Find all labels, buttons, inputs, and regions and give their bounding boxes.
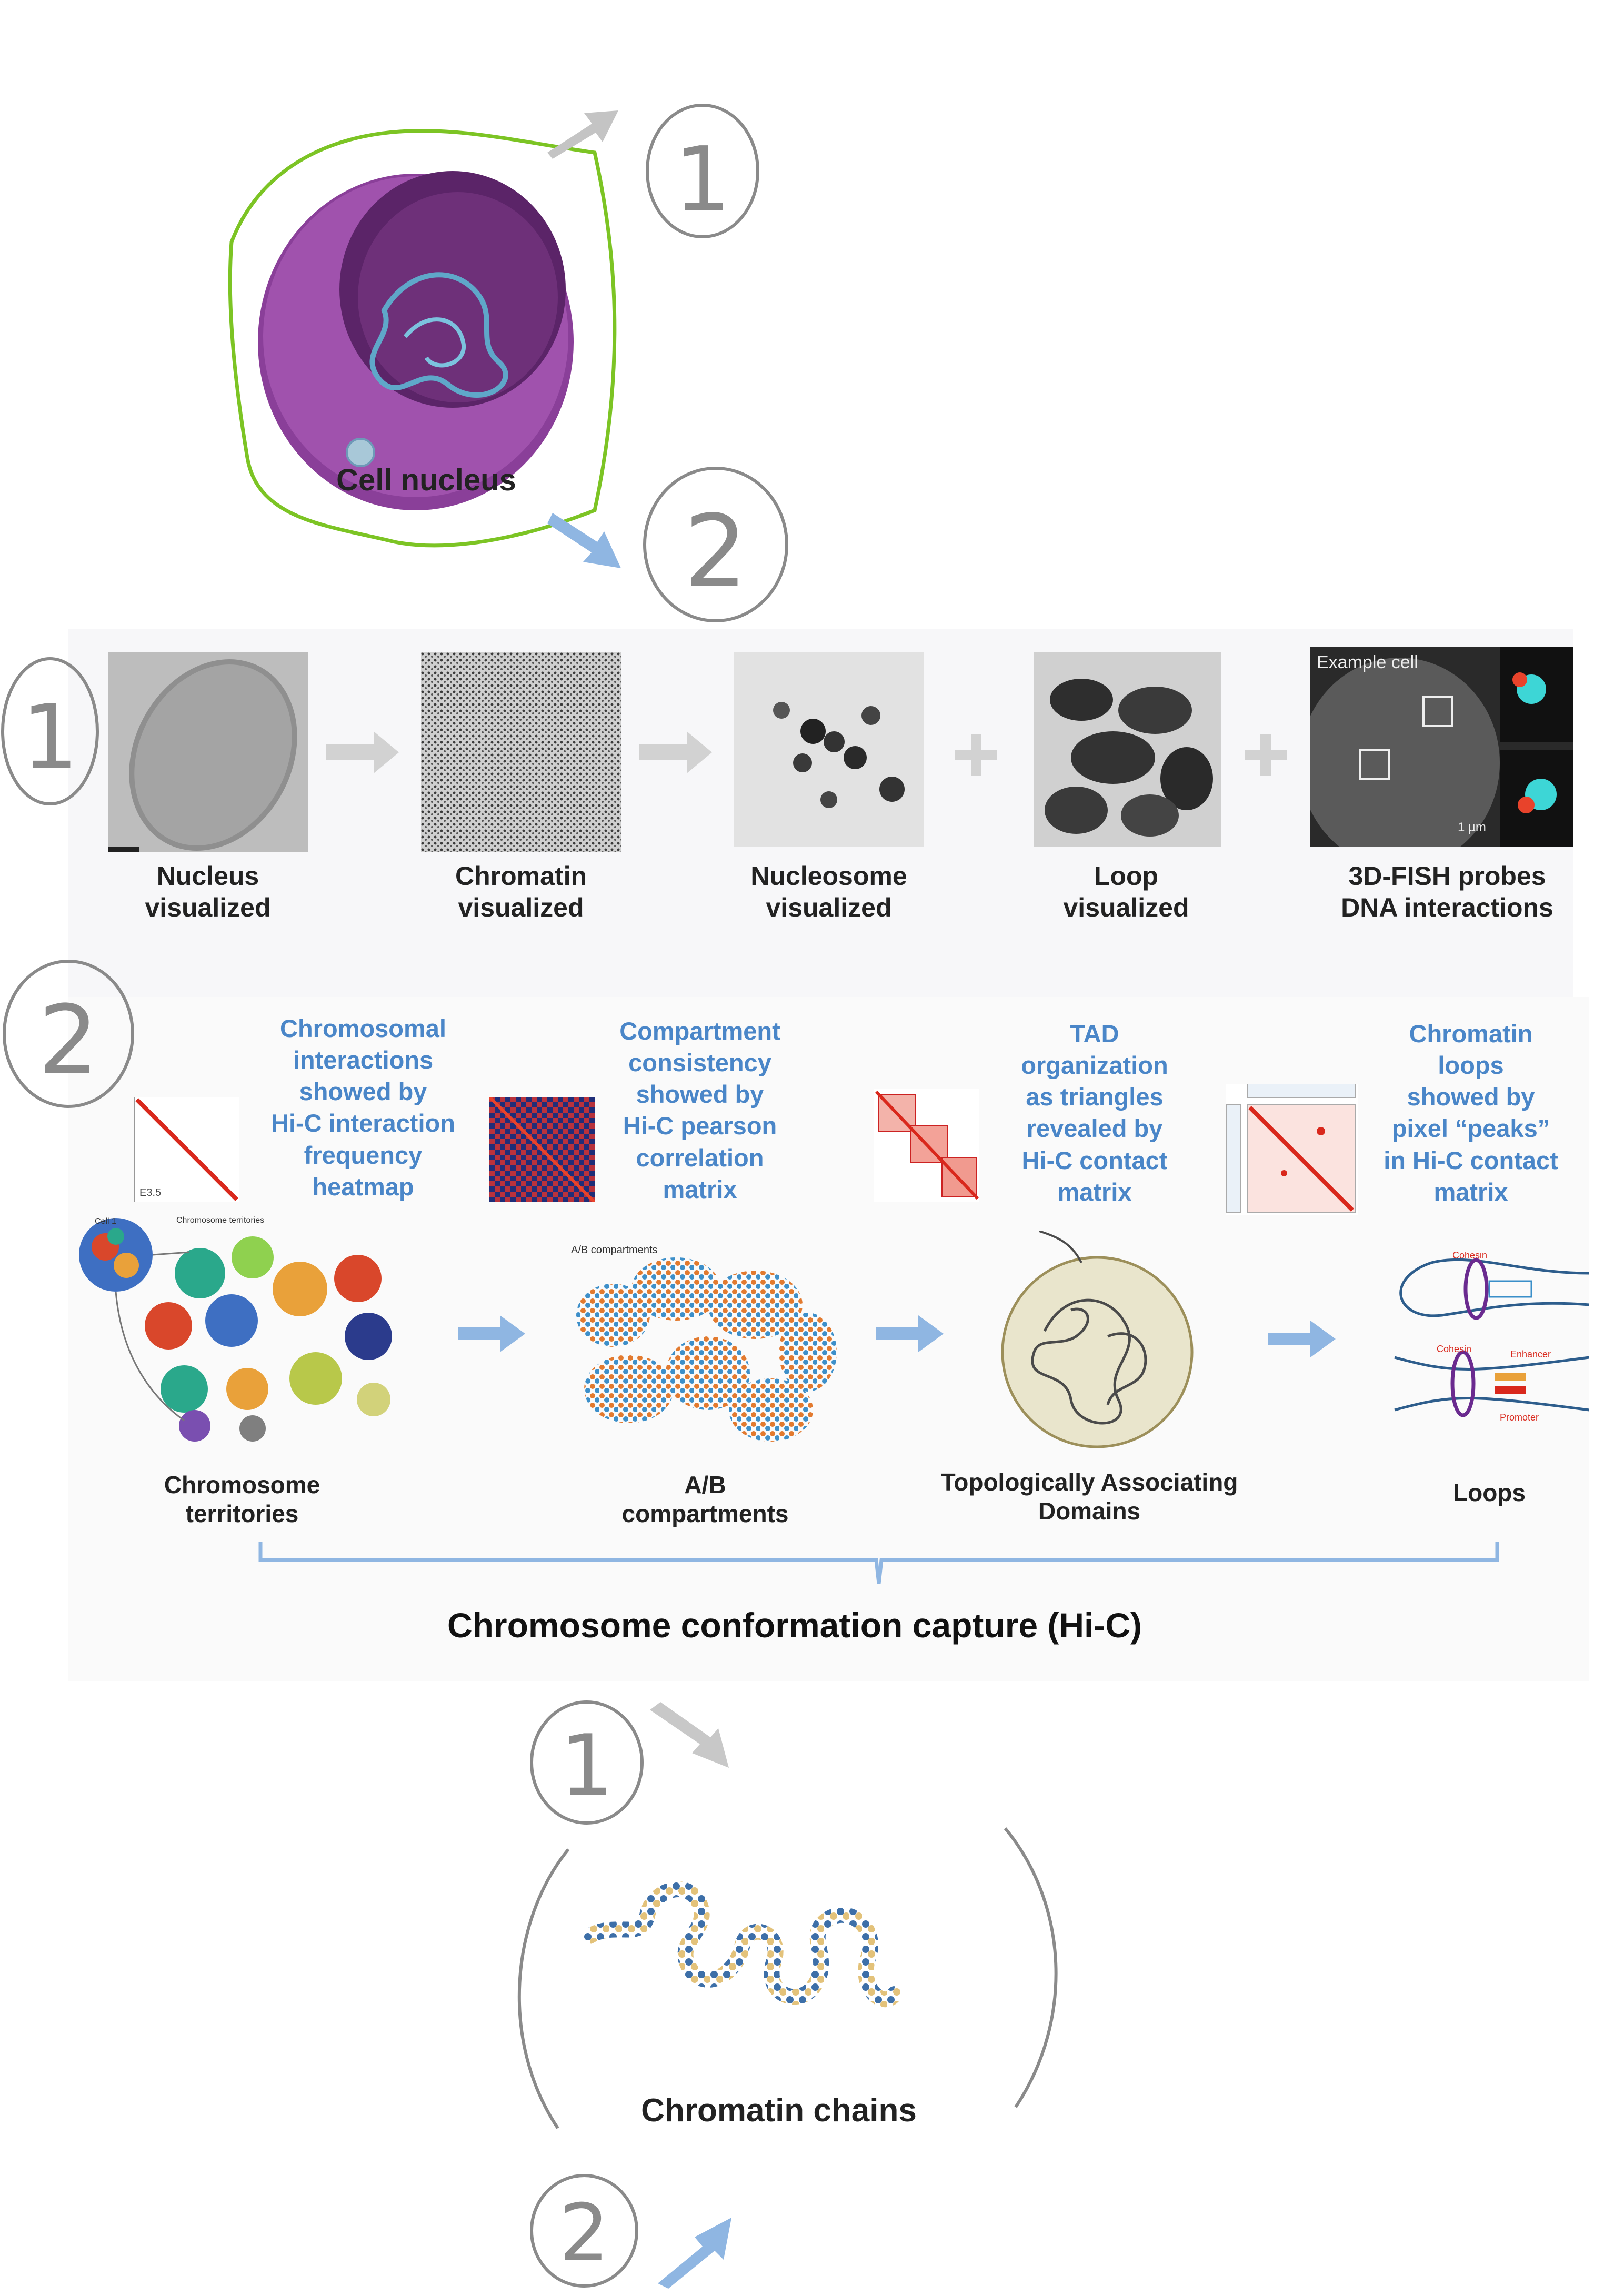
green-hand-drawn-outline — [228, 129, 617, 548]
hic-loop-matrix — [1226, 1084, 1358, 1215]
hic-caption-heatmap: Chromosomal interactions showed by Hi-C … — [271, 1014, 455, 1201]
hic-arrow-icon-3 — [1268, 1321, 1336, 1357]
compartment-tag: A/B compartments — [571, 1244, 658, 1256]
imaging-label-nucleus: Nucleus visualized — [145, 861, 271, 922]
heatmap-tag: E3.5 — [139, 1187, 161, 1199]
grey-arrow-icon — [547, 110, 618, 159]
hic-pearson-matrix — [489, 1097, 595, 1202]
blue-arrow-icon — [547, 513, 621, 568]
hic-caption-tad: TAD organization as triangles revealed b… — [1021, 1020, 1168, 1206]
hic-arrow-icon-2 — [876, 1315, 944, 1352]
hic-arrow-icon-1 — [458, 1315, 525, 1352]
imaging-label-loop: Loop visualized — [1063, 861, 1189, 922]
tad-illustration — [1001, 1231, 1194, 1448]
fish-micrograph: Example cell 1 µm — [1310, 647, 1573, 847]
imaging-label-fish: 3D-FISH probes DNA interactions — [1341, 861, 1553, 922]
territory-tag-cell: Cell 1 — [95, 1217, 116, 1226]
imaging-plus-icon-2 — [1245, 734, 1287, 776]
loop-tag-promoter: Promoter — [1500, 1412, 1539, 1423]
imaging-label-chromatin: Chromatin visualized — [455, 861, 587, 922]
imaging-arrow-icon-1 — [326, 731, 399, 773]
hic-caption-loops: Chromatin loops showed by pixel “peaks” … — [1384, 1020, 1558, 1206]
territory-tag-territories: Chromosome territories — [176, 1216, 264, 1225]
imaging-label-nucleosome: Nucleosome visualized — [750, 861, 907, 922]
loop-tag-cohesin-2: Cohesin — [1437, 1344, 1471, 1354]
chromatin-chain-illustration — [584, 1881, 900, 2008]
fish-scale-label: 1 µm — [1458, 820, 1486, 834]
nucleus-micrograph — [108, 652, 308, 852]
hic-caption-pearson: Compartment consistency showed by Hi-C p… — [619, 1017, 780, 1203]
structure-label-compartments: A/B compartments — [621, 1471, 789, 1528]
hic-tad-matrix — [874, 1089, 979, 1202]
blue-arrow-icon-bottom — [658, 2218, 731, 2289]
fish-inset-title: Example cell — [1317, 652, 1418, 672]
grey-arrow-icon-bottom — [650, 1702, 729, 1768]
territory-tag-territories-text: Chromosome territories — [176, 1216, 264, 1225]
nucleosome-micrograph — [734, 652, 924, 847]
loop-tag-enhancer: Enhancer — [1510, 1349, 1551, 1360]
marker-1-top: 1 — [642, 100, 763, 242]
imaging-plus-icon-1 — [955, 734, 997, 776]
marker-1-bottom: 1 — [526, 1697, 647, 1828]
chromosome-territories-illustration: Cell 1 Chromosome territories — [79, 1216, 392, 1442]
structure-label-loops: Loops — [1453, 1479, 1526, 1506]
chromatin-micrograph — [421, 652, 621, 852]
chain-label: Chromatin chains — [641, 2092, 917, 2129]
loop-tag-cohesin-1: Cohesin — [1452, 1252, 1487, 1261]
structure-label-tads: Topologically Associating Domains — [940, 1468, 1238, 1525]
hic-frequency-heatmap: E3.5 — [134, 1097, 239, 1202]
marker-1-imaging: 1 — [0, 652, 105, 810]
loop-micrograph — [1034, 652, 1221, 847]
marker-2-bottom: 2 — [526, 2170, 642, 2291]
ab-compartments-illustration: A/B compartments — [571, 1244, 837, 1442]
loops-illustration: Cohesin Cohesin Enhancer Promoter — [1394, 1252, 1589, 1423]
marker-2-top: 2 — [639, 463, 792, 626]
structure-label-territories: Chromosome territories — [164, 1471, 320, 1528]
right-parenthesis — [1004, 1827, 1058, 2108]
hic-title: Chromosome conformation capture (Hi-C) — [447, 1606, 1142, 1645]
marker-2-hic: 2 — [0, 958, 137, 1110]
nucleus-illustration — [228, 129, 617, 548]
hic-brace — [258, 1542, 1499, 1584]
nucleus-label: Cell nucleus — [336, 463, 516, 497]
left-parenthesis — [517, 1848, 570, 2129]
imaging-arrow-icon-2 — [639, 731, 712, 773]
